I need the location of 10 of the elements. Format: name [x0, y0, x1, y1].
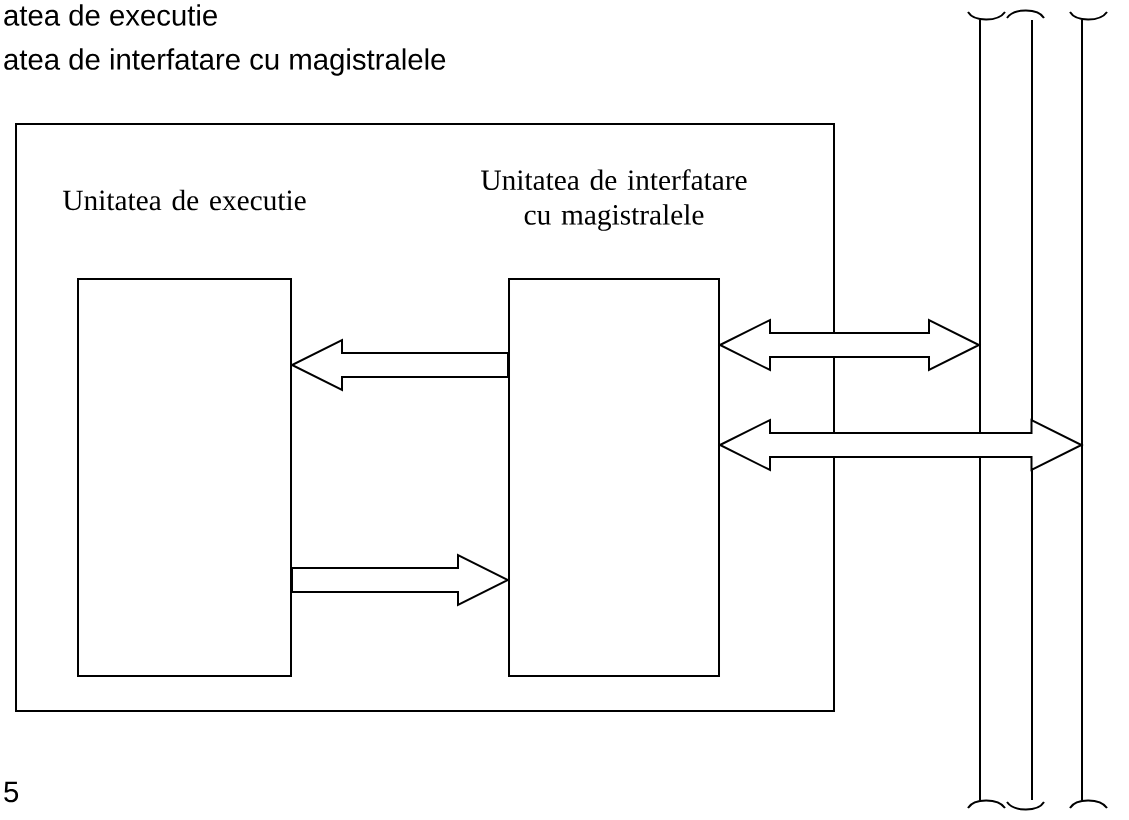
- slide-text: atea de interfatare cu magistralele: [4, 48, 446, 76]
- unit-heading: Unitatea de interfatare cu magistralele: [481, 169, 747, 231]
- slide-text: atea de executie: [4, 4, 217, 26]
- hollow-arrow: [289, 338, 509, 392]
- hollow-arrow: [291, 553, 511, 607]
- system-box: [15, 123, 835, 712]
- bus-bar: [967, 9, 1045, 811]
- slide-text: 5: [4, 781, 19, 803]
- bus-bar: [1069, 11, 1108, 809]
- unit-heading: Unitatea de executie: [62, 189, 306, 211]
